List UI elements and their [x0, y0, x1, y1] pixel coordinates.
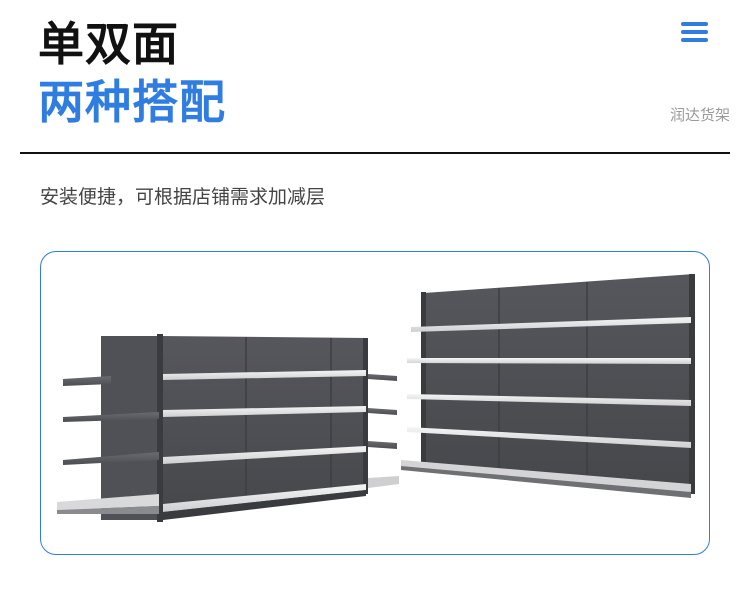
brand-label: 润达货架 — [669, 106, 730, 124]
title-line-1: 单双面 — [38, 17, 179, 71]
title-line-2: 两种搭配 — [38, 75, 226, 129]
menu-bar — [681, 38, 708, 42]
menu-bar — [681, 30, 708, 34]
subtitle-text: 安装便捷，可根据店铺需求加减层 — [40, 186, 326, 208]
shelves-illustration — [57, 274, 695, 522]
hamburger-menu-icon — [681, 22, 708, 26]
single-sided-shelf — [401, 274, 695, 498]
double-sided-shelf — [57, 334, 399, 522]
menu-button[interactable] — [676, 18, 712, 46]
header-divider — [20, 152, 730, 154]
product-photo-frame — [40, 251, 710, 555]
